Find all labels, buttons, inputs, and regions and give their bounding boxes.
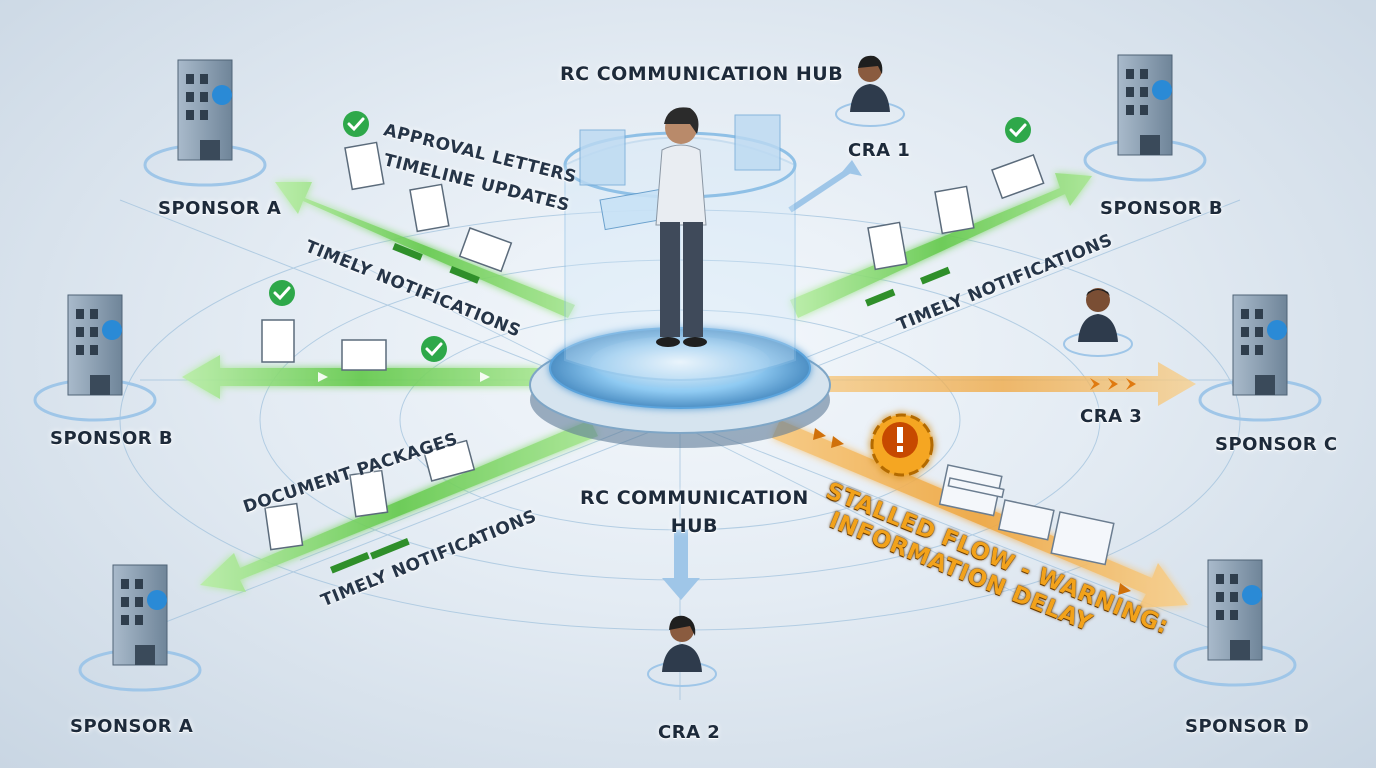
sponsor-c-label: SPONSOR C [1215, 434, 1338, 455]
sponsor-b-left-building-icon [33, 294, 157, 422]
paper-stack-icon [938, 464, 1115, 566]
envelope-icon [341, 153, 1045, 482]
flow-arrow-cra-3 [810, 362, 1196, 406]
warning-gear-icon [870, 413, 934, 477]
sponsor-a-bottom-label: SPONSOR A [70, 716, 194, 737]
flow-arrow-sponsor-b-right [790, 173, 1092, 318]
sponsor-d-label: SPONSOR D [1185, 716, 1310, 737]
cra-2-avatar [647, 615, 717, 687]
cra-1-label: CRA 1 [848, 140, 911, 161]
document-icon [261, 141, 975, 551]
sponsor-b-right-building-icon [1083, 54, 1207, 182]
flow-arrow-sponsor-a-bottom [200, 420, 598, 592]
flow-arrow-cra-2 [662, 530, 700, 600]
flow-arrow-cra-1 [788, 160, 862, 213]
hub-operator-avatar [655, 107, 707, 347]
hub-title-bottom-line1: RC COMMUNICATION [580, 487, 809, 509]
hub-platform [529, 114, 831, 448]
flow-arrow-sponsor-a-top [275, 182, 575, 318]
cra-3-avatar [1063, 288, 1133, 357]
stalled-flow-arrow [772, 420, 1188, 608]
sponsor-c-building-icon [1198, 294, 1322, 422]
sponsor-a-top-building-icon [143, 59, 267, 187]
hub-title-top: RC COMMUNICATION HUB [560, 63, 844, 85]
sponsor-b-right-label: SPONSOR B [1100, 198, 1224, 219]
hub-title-bottom-line2: HUB [670, 515, 719, 537]
sponsor-a-top-label: SPONSOR A [158, 198, 282, 219]
sponsor-a-bottom-building-icon [78, 564, 202, 692]
sponsor-d-building-icon [1173, 559, 1297, 687]
cra-2-label: CRA 2 [658, 722, 721, 743]
hub-title-bottom: RC COMMUNICATION HUB [580, 484, 809, 540]
cra-3-label: CRA 3 [1080, 406, 1143, 427]
sponsor-b-left-label: SPONSOR B [50, 428, 174, 449]
cra-1-avatar [835, 55, 905, 127]
check-icon [269, 111, 1031, 362]
flow-arrow-sponsor-b-left [182, 355, 540, 399]
